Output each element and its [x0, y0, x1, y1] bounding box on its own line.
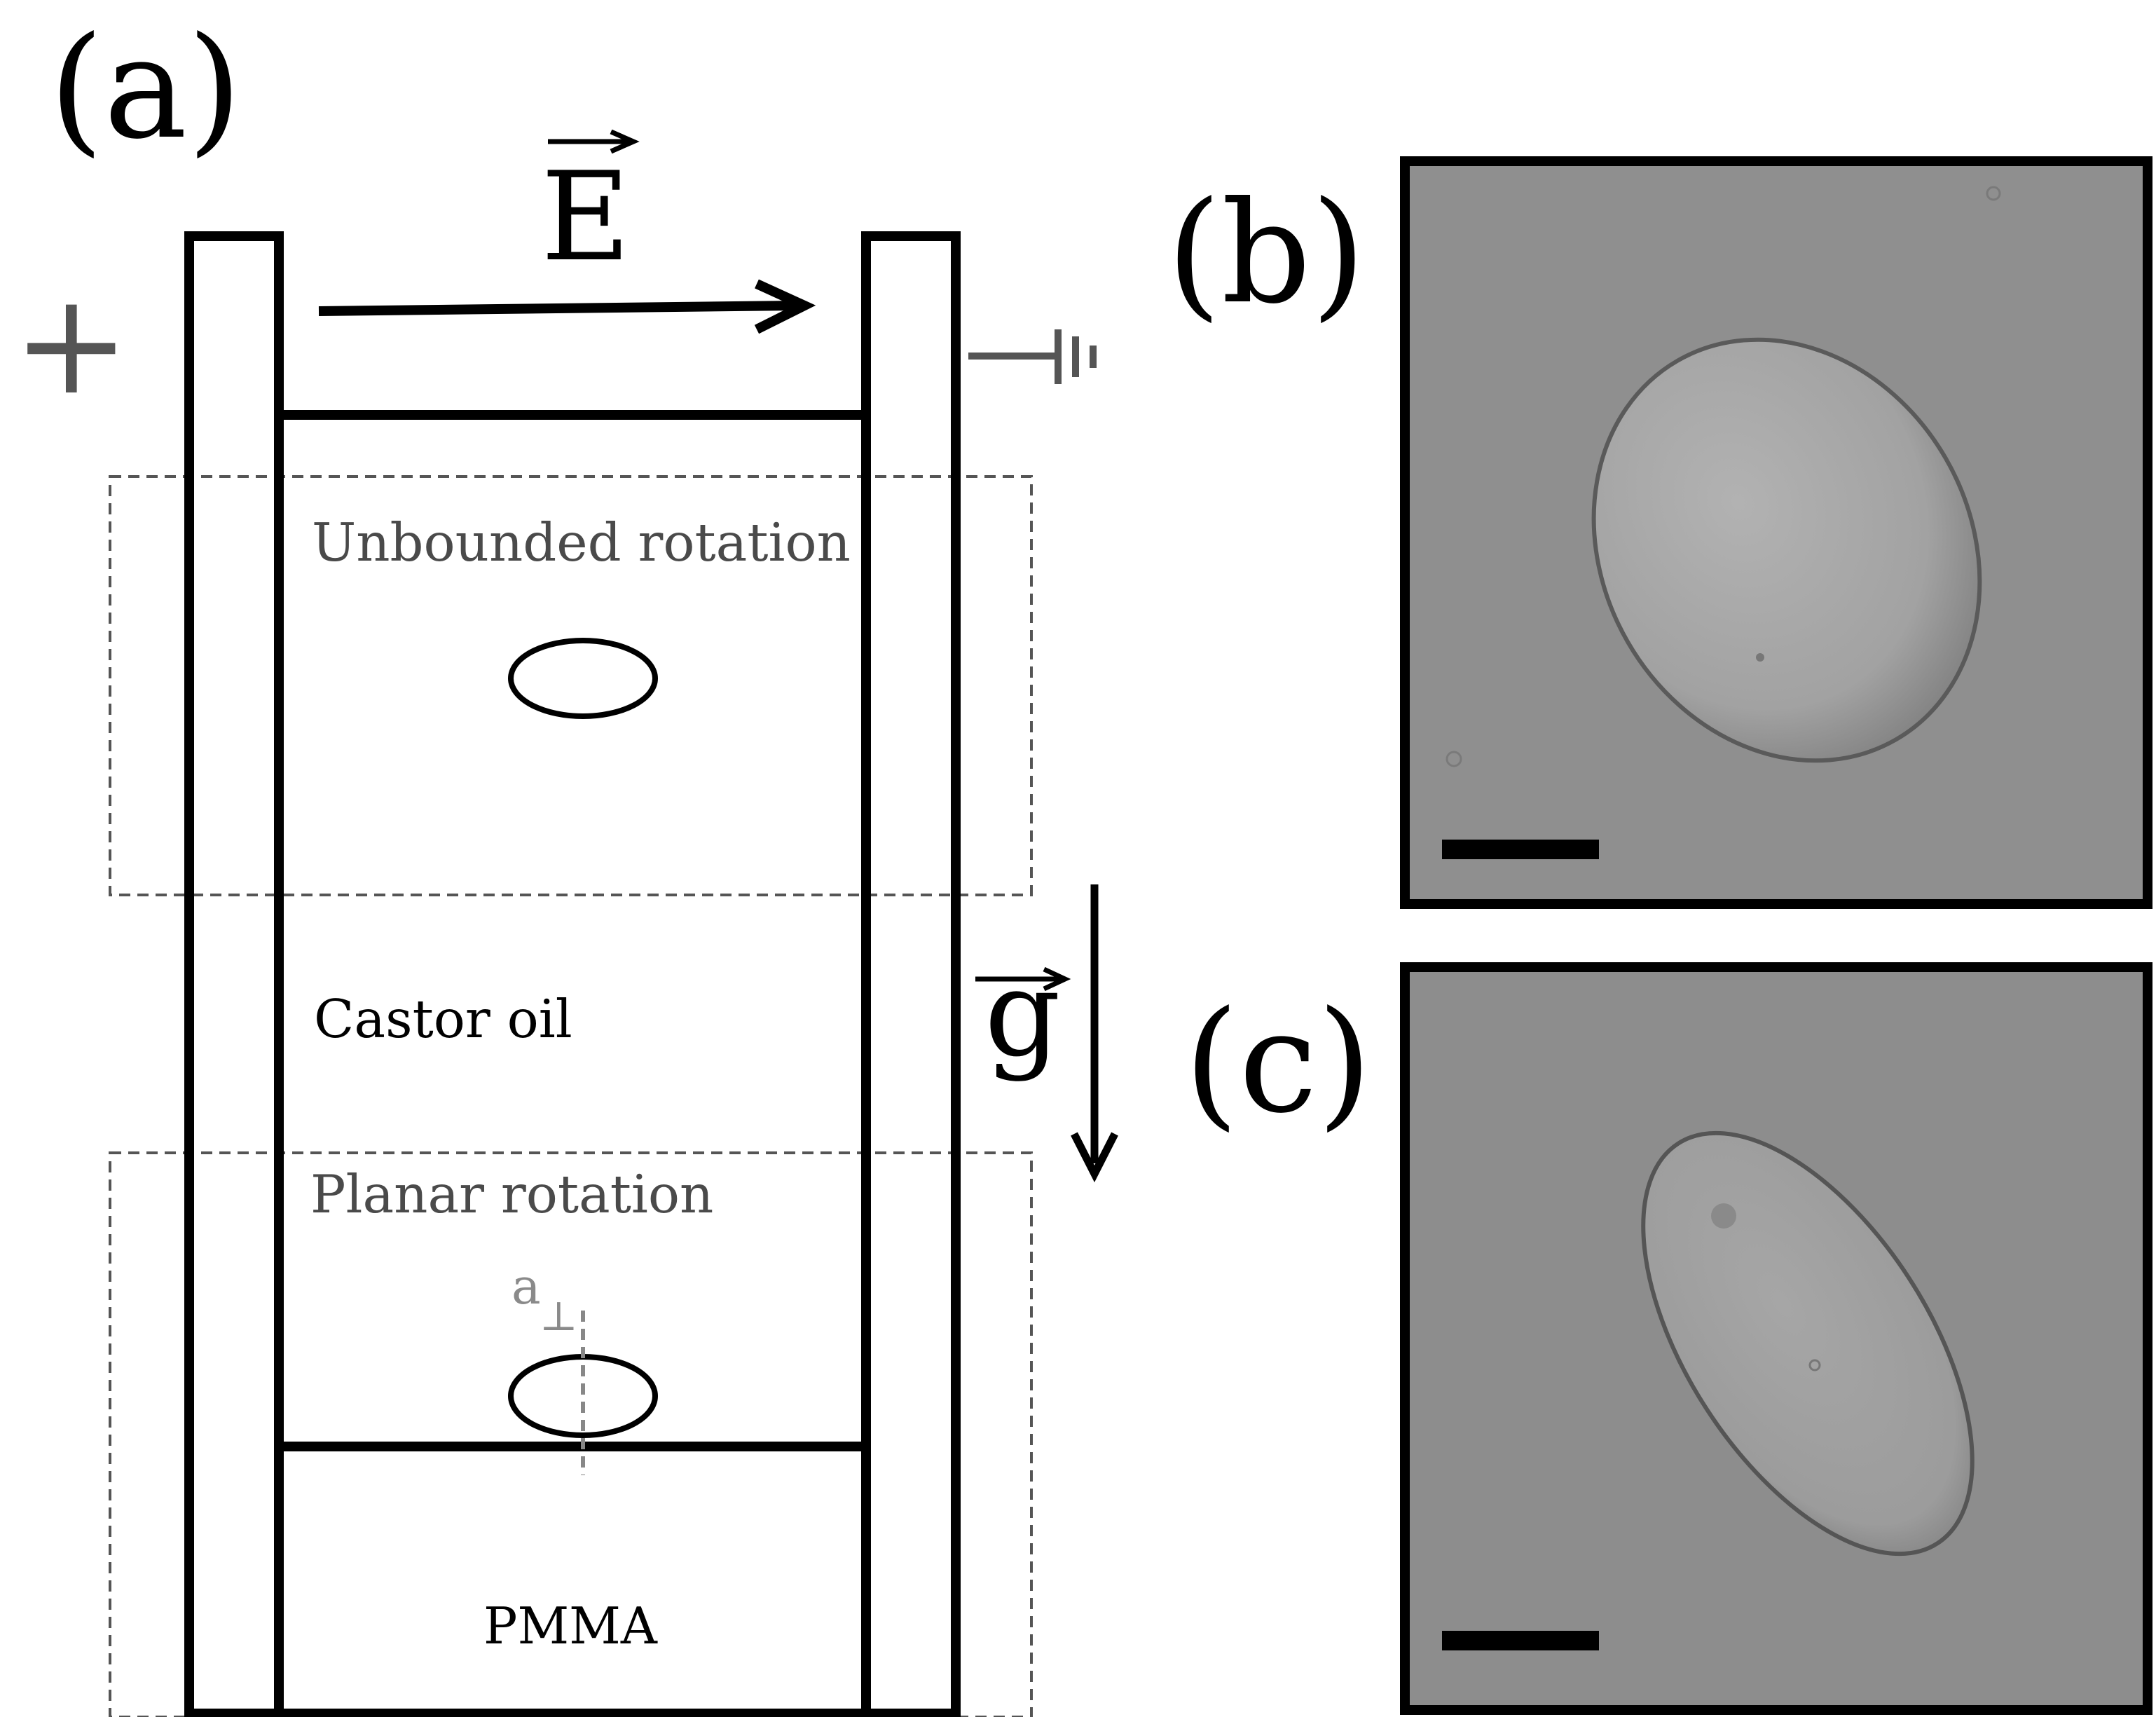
right-electrode [861, 231, 961, 1717]
panel-b: (b) [1167, 156, 2152, 909]
region-label-unbounded: Unbounded rotation [312, 512, 851, 573]
electric-field-vector: E [318, 129, 816, 334]
axis-label: a [511, 1258, 541, 1315]
particle-image-b [1591, 337, 1982, 763]
axis-label-subscript: ⊥ [540, 1292, 578, 1340]
gravity-symbol-overarrow-head [1043, 966, 1071, 992]
fluid-label: Castor oil [314, 988, 572, 1050]
debris-dot-b1 [1446, 751, 1462, 767]
base-label: PMMA [483, 1596, 658, 1655]
scale-bar-c [1442, 1631, 1599, 1650]
debris-dot-b2 [1986, 186, 2001, 201]
debris-dot-b3 [1756, 653, 1764, 662]
scale-bar-b [1442, 840, 1599, 859]
gravity-arrow-head [1071, 1132, 1118, 1183]
panel-c-label: (c) [1184, 981, 1372, 1144]
ground-icon [968, 329, 1097, 384]
electric-field-arrow [318, 301, 796, 316]
electric-field-symbol: E [541, 146, 631, 289]
panel-a-label: (a) [49, 7, 242, 170]
gravity-vector: g [975, 884, 1118, 1183]
left-electrode [184, 231, 284, 1717]
plus-sign: + [13, 263, 130, 426]
electric-field-arrow-head [754, 279, 816, 334]
gravity-symbol: g [984, 945, 1061, 1083]
particle-unbounded [508, 638, 658, 719]
panel-b-label: (b) [1167, 172, 1366, 335]
panel-c: (c) [1184, 962, 2152, 1715]
region-label-planar: Planar rotation [310, 1163, 713, 1225]
panel-a: (a) E + Unbounded rotation Ca [13, 7, 1118, 1717]
debris-dot-c1 [1711, 1203, 1736, 1229]
region-box-unbounded [109, 475, 1033, 896]
electric-field-symbol-overarrow-head [610, 129, 640, 154]
region-box-planar [109, 1151, 1033, 1717]
particle-image-c [1641, 1130, 1975, 1557]
debris-dot-c2 [1808, 1359, 1821, 1371]
